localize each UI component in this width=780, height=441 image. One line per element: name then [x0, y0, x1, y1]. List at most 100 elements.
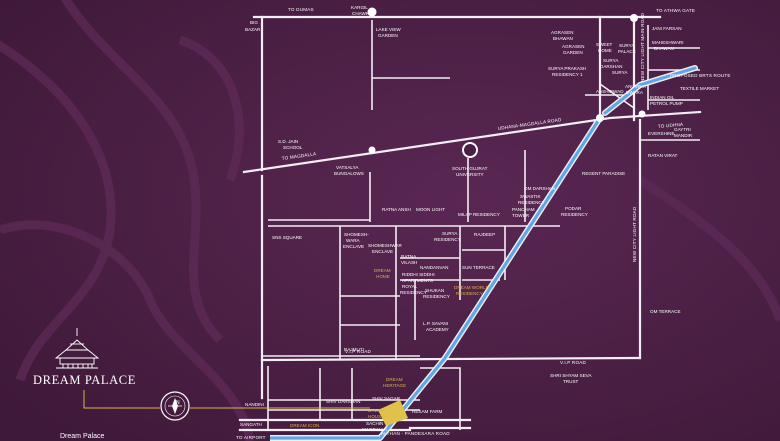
road-to-magdalla: TO MAGDALLA	[281, 151, 317, 161]
landmark-surya-residency: SURYA	[442, 231, 458, 236]
landmark-surya-darshan-2: DARSHAN	[600, 64, 622, 69]
compass-north: N	[176, 400, 180, 406]
landmark-resam-farm: RESAM FARM	[412, 409, 443, 414]
landmark-surya-darshan: SURYA	[603, 58, 619, 63]
brand-name: DREAM PALACE	[33, 373, 136, 387]
landmark-rajmuti: RAJMUTI	[344, 347, 364, 352]
landmark-agrasen-garden-2: GARDEN	[563, 50, 583, 55]
landmark-shomeshwara-3: ENCLAVE	[343, 244, 364, 249]
palace-icon	[54, 328, 100, 369]
landmark-shiv-darshan: SHIV DARSHAN	[326, 399, 360, 404]
landmark-rajdeep: RAJDEEP	[474, 232, 495, 237]
landmark-big-bazar: BIG	[250, 20, 258, 25]
landmark-sns-square: SNS SQUARE	[272, 235, 302, 240]
landmark-surya-prakash: SURYA PRAKASH	[548, 66, 586, 71]
landmark-anuvrat-2: DWARA	[626, 90, 644, 95]
landmark-shomeshwara-2: WARA	[346, 238, 361, 243]
landmark-indian-oil: INDIAN OIL	[650, 95, 675, 100]
road-proposed-brts: PROPOSED BRTS ROUTE	[670, 73, 731, 78]
landmark-south-gujarat: SOUTH GUJRAT	[452, 166, 488, 171]
landmark-jani-farsan: JANI FARSAN	[652, 26, 682, 31]
landmark-shri-shyam-2: TRUST	[563, 379, 579, 384]
landmark-vatsalya-2: BUNGALOWS	[334, 171, 364, 176]
landmark-om-terrace: OM TERRACE	[650, 309, 681, 314]
project-highlights	[378, 400, 408, 426]
landmark-ratna-vilash-2: VILASH	[401, 260, 417, 265]
landmark-shukan: SHUKAN	[425, 288, 444, 293]
landmark-pancham-2: TOWER	[512, 213, 530, 218]
landmark-lake-view-2: GARDEN	[378, 33, 398, 38]
project-dream-home: DREAM	[374, 268, 391, 273]
landmark-ratan-virat: RATAN VIRAT	[648, 153, 678, 158]
project-dream-home-2: HOME	[376, 274, 390, 279]
landmark-sangath: SANGATH	[240, 422, 262, 427]
landmark-south-gujarat-2: UNIVERSITY	[456, 172, 484, 177]
landmark-sun-terrace: SUN TERRACE	[462, 265, 495, 270]
landmark-ratna-vilash: RATNA	[401, 254, 417, 259]
landmark-om-darshan: OM DARSHAN	[524, 186, 555, 191]
brand-logo: DREAM PALACE	[33, 328, 136, 387]
landmark-gaytri: GAYTRI	[674, 127, 691, 132]
landmark-surya-palace: SURYA	[619, 43, 635, 48]
landmark-milap: MILAP RESIDENCY	[458, 212, 500, 217]
landmark-sachin-magdalla: SACHIN	[366, 421, 383, 426]
project-dream-heritage: DREAM	[386, 377, 403, 382]
landmark-surya: SURYA	[612, 70, 628, 75]
project-dream-house-2: HOUSE	[368, 414, 384, 419]
landmark-sd-jain-2: SCHOOL	[283, 145, 303, 150]
landmark-shomeshwar-enclave-2: ENCLAVE	[372, 249, 393, 254]
landmark-shiv-sagar: SHIV SAGAR	[372, 396, 401, 401]
landmark-vatsalya: VATSALYA	[336, 165, 359, 170]
landmark-surya-prakash-2: RESIDENCY 1	[552, 72, 583, 77]
project-labels: DREAM HOME DREAM WORLD RESIDENCY DREAM H…	[290, 268, 490, 428]
landmark-shomeshwara: SHOMESH-	[344, 232, 369, 237]
landmark-agrasen-bhavan: AGRASEN	[551, 30, 573, 35]
landmark-agrasen-bhavan-2: BHAWAN	[553, 36, 573, 41]
landmark-labels: BIG BAZAR KARGIL CHAWK LAKE VIEW GARDEN …	[240, 5, 719, 432]
landmark-sweet-home-2: HOME	[598, 48, 612, 53]
landmark-surya-residency-2: RESIDENCY	[434, 237, 461, 242]
landmark-sd-jain: S.D. JAIN	[278, 139, 298, 144]
landmark-pancham: PANCHAM	[512, 207, 535, 212]
road-althan-pandesara: ALTHAN - PANDESARA ROAD	[381, 431, 450, 436]
landmark-royal-2: RESIDENCY	[400, 290, 427, 295]
road-to-udhna: TO UDHNA	[658, 122, 685, 129]
road-labels: TO DUMAS TO ATHWA GATE UDHANA-MAGDALLA R…	[236, 7, 731, 440]
landmark-big-bazar-2: BAZAR	[245, 27, 261, 32]
landmark-shomeshwar-enclave: SHOMESHWAR	[368, 243, 402, 248]
landmark-podar-2: RESIDENCY	[561, 212, 588, 217]
landmark-swastik: SWASTIK	[520, 194, 541, 199]
road-new-city-light: NEW CITY LIGHT ROAD	[632, 206, 637, 262]
landmark-maheshwari: MAHESHWARI	[652, 40, 683, 45]
map-caption: Dream Palace	[60, 433, 104, 440]
road-to-dumas: TO DUMAS	[288, 7, 314, 12]
project-dream-heritage-2: HERITAGE	[383, 383, 406, 388]
landmark-ratna-ansh: RATNA ANSH	[382, 207, 411, 212]
project-dream-world: DREAM WORLD	[454, 285, 490, 290]
landmark-shukan-2: RESIDENCY	[423, 294, 450, 299]
landmark-evershine: EVERSHINE	[648, 131, 675, 136]
road-to-airport: TO AIRPORT	[236, 435, 266, 440]
landmark-markers	[367, 7, 646, 158]
landmark-gaytri-2: MANDIR	[674, 133, 693, 138]
project-dream-house: DREAM	[368, 408, 385, 413]
road-to-athwa-gate: TO ATHWA GATE	[656, 8, 695, 13]
landmark-swastik-2: RESIDENCY	[518, 200, 545, 205]
landmark-royal: ROYAL	[402, 284, 418, 289]
landmark-agrasen-garden: AGRASEN	[562, 44, 584, 49]
landmark-nandanvan: NANDANVAN	[420, 265, 449, 270]
road-new-city-light-main: NEW CITY LIGHT MAIN ROAD	[640, 12, 645, 82]
landmark-kargil-2: CHAWK	[352, 11, 370, 16]
landmark-regent-paradise: REGENT PARADISE	[582, 171, 625, 176]
landmark-nandini: NANDINI	[245, 402, 264, 407]
landmark-kargil: KARGIL	[351, 5, 368, 10]
road-vip-left: V.I.P ROAD	[345, 349, 371, 354]
compass-icon: N	[160, 391, 190, 421]
landmark-aashirwad: AASHIRWAD	[596, 89, 624, 94]
landmark-textile-market: TEXTILE MARKET	[680, 86, 719, 91]
landmark-maheshwari-2: BHAWAN	[654, 46, 674, 51]
landmark-anuvrat: ANUVRAT	[625, 84, 647, 89]
project-dream-icon: DREAM ICON	[290, 423, 319, 428]
